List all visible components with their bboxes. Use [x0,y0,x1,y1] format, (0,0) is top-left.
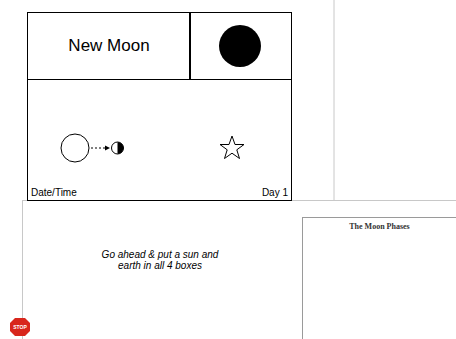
thumbnail-title: The Moon Phases [349,222,409,231]
instruction-note: Go ahead & put a sun and earth in all 4 … [98,249,222,271]
dashed-arrow [91,148,107,149]
sun-circle [61,134,89,162]
card-divider [189,12,190,79]
earth-shadow [118,142,124,154]
phase-name-box: New Moon [27,12,191,80]
phase-card: Date/Time Day 1 New Moon [27,12,292,201]
earth-circle [112,142,124,154]
stop-sign [10,318,30,336]
day-number-text: Day 1 [262,187,288,199]
frame-line [334,0,335,200]
new-moon-disc [219,25,261,67]
slide-thumbnail: The Moon Phases [302,217,456,339]
arrow-head [105,146,110,151]
phase-name-text: New Moon [68,36,149,56]
date-time-text: Date/Time [31,187,77,199]
star-outline [220,136,244,159]
stop-text: STOP [13,325,27,330]
card-divider [190,79,291,80]
